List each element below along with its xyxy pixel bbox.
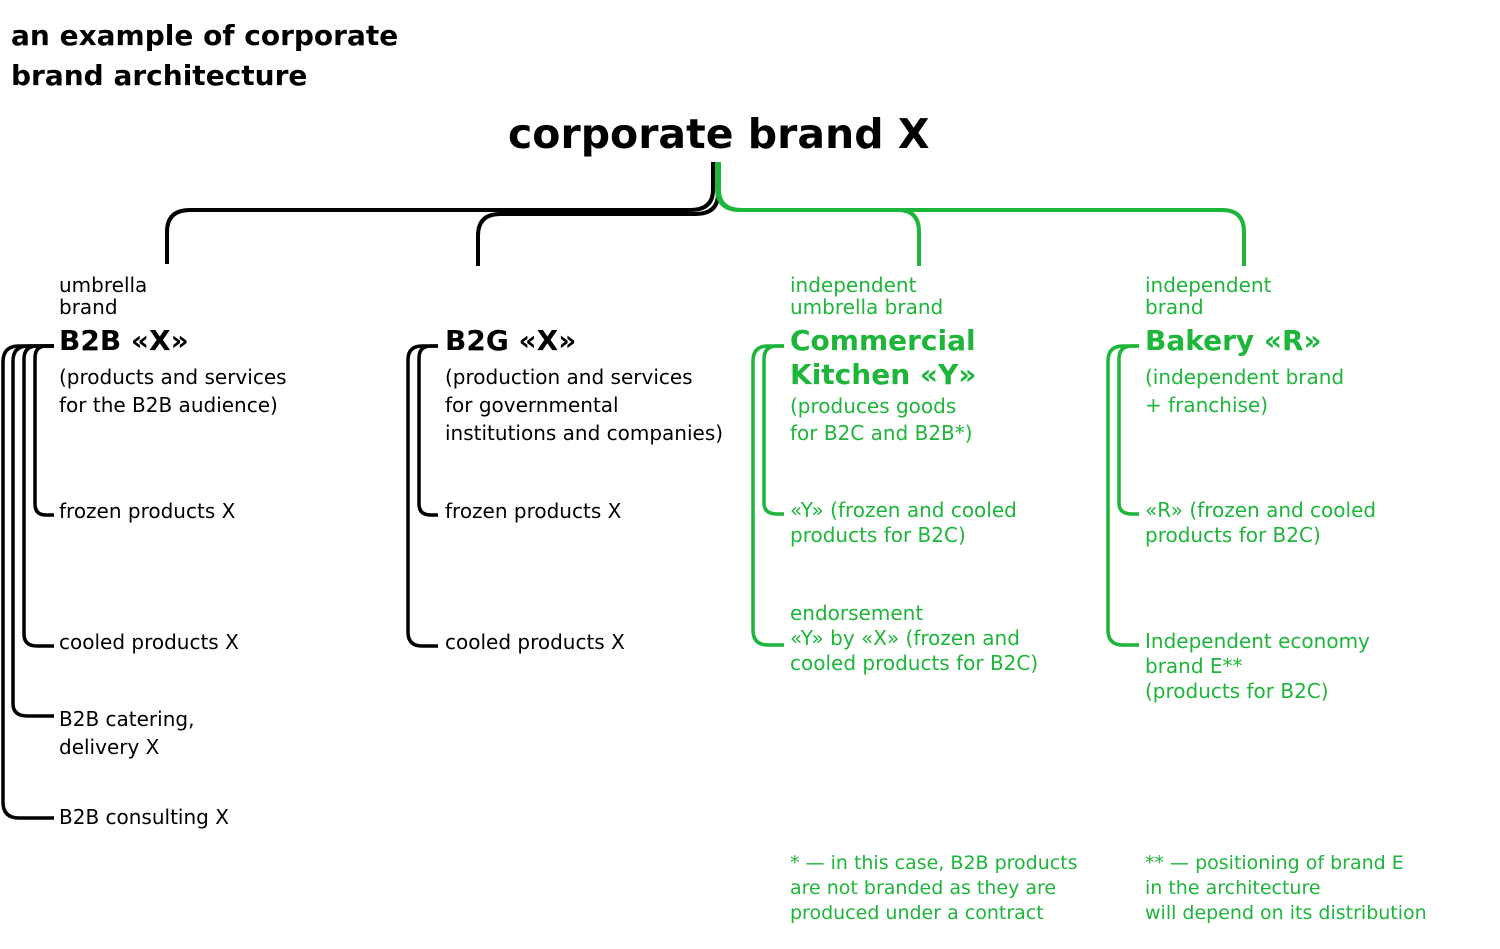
kitchen-y-frozen-cooled: «Y» (frozen and cooled products for B2C)	[790, 498, 1017, 548]
desc-line: institutions and companies)	[445, 421, 724, 445]
b2b-brackets	[1, 344, 54, 820]
type-label-line: independent	[790, 273, 917, 297]
item-line: brand E**	[1145, 654, 1243, 678]
desc-line: + franchise)	[1145, 393, 1269, 417]
footnote-brand-e: ** — positioning of brand E in the archi…	[1145, 851, 1427, 926]
kitchen-brackets	[751, 344, 784, 647]
footnote-line: * — in this case, B2B products	[790, 852, 1078, 874]
corporate-brand-title: corporate brand X	[508, 110, 930, 158]
page-title-line: brand architecture	[11, 59, 308, 92]
item-line: products for B2C)	[1145, 523, 1321, 547]
desc-line: (independent brand	[1145, 365, 1345, 389]
item-line: cooled products for B2C)	[790, 651, 1039, 675]
brand-line: Kitchen «Y»	[790, 358, 977, 391]
black-tree-connectors	[165, 162, 720, 266]
type-label-line: umbrella brand	[790, 295, 944, 319]
footnote-line: ** — positioning of brand E	[1145, 852, 1404, 874]
item-line: «R» (frozen and cooled	[1145, 498, 1377, 522]
bakery-brackets	[1106, 344, 1139, 647]
bakery-economy-brand-e: Independent economy brand E** (products …	[1145, 629, 1370, 704]
page-title: an example of corporate brand architectu…	[11, 16, 441, 96]
footnote-line: produced under a contract	[790, 902, 1044, 924]
desc-line: (produces goods	[790, 394, 957, 418]
b2b-consulting: B2B consulting X	[59, 805, 229, 829]
b2g-brand-name: B2G «X»	[445, 324, 577, 357]
type-label-line: brand	[59, 295, 118, 319]
desc-line: (products and services	[59, 365, 287, 389]
kitchen-description: (produces goods for B2C and B2B*)	[790, 393, 973, 447]
type-label-line: umbrella	[59, 273, 148, 297]
brand-line: Commercial	[790, 324, 976, 357]
footnote-b2b-products: * — in this case, B2B products are not b…	[790, 851, 1078, 926]
bakery-type-label: independent brand	[1145, 274, 1271, 318]
item-line: «Y» (frozen and cooled	[790, 498, 1017, 522]
b2g-description: (production and services for governmenta…	[445, 363, 723, 447]
item-line: products for B2C)	[790, 523, 966, 547]
bakery-r-frozen-cooled: «R» (frozen and cooled products for B2C)	[1145, 498, 1376, 548]
b2b-brand-name: B2B «X»	[59, 324, 189, 357]
item-line: «Y» by «X» (frozen and	[790, 626, 1020, 650]
b2g-cooled-products: cooled products X	[445, 630, 625, 654]
item-line: B2B catering,	[59, 707, 195, 731]
type-label-line: brand	[1145, 295, 1204, 319]
bakery-brand-name: Bakery «R»	[1145, 324, 1322, 357]
b2g-brackets	[406, 344, 438, 648]
kitchen-type-label: independent umbrella brand	[790, 274, 943, 318]
kitchen-brand-name: Commercial Kitchen «Y»	[790, 324, 976, 392]
b2b-type-label: umbrella brand	[59, 274, 147, 318]
item-line: (products for B2C)	[1145, 679, 1329, 703]
footnote-line: in the architecture	[1145, 877, 1321, 899]
b2b-description: (products and services for the B2B audie…	[59, 363, 287, 419]
b2g-frozen-products: frozen products X	[445, 499, 622, 523]
b2b-cooled-products: cooled products X	[59, 630, 239, 654]
footnote-line: will depend on its distribution	[1145, 902, 1427, 924]
type-label-line: independent	[1145, 273, 1272, 297]
item-line: endorsement	[790, 601, 924, 625]
green-tree-connectors	[715, 162, 1246, 266]
desc-line: for governmental	[445, 393, 619, 417]
desc-line: for B2C and B2B*)	[790, 421, 973, 445]
page-title-line: an example of corporate	[11, 19, 399, 52]
item-line: delivery X	[59, 735, 160, 759]
desc-line: for the B2B audience)	[59, 393, 278, 417]
bakery-description: (independent brand + franchise)	[1145, 363, 1344, 419]
desc-line: (production and services	[445, 365, 693, 389]
kitchen-endorsement: endorsement «Y» by «X» (frozen and coole…	[790, 601, 1038, 676]
b2b-frozen-products: frozen products X	[59, 499, 236, 523]
b2b-catering-delivery: B2B catering, delivery X	[59, 705, 194, 761]
footnote-line: are not branded as they are	[790, 877, 1057, 899]
item-line: Independent economy	[1145, 629, 1370, 653]
